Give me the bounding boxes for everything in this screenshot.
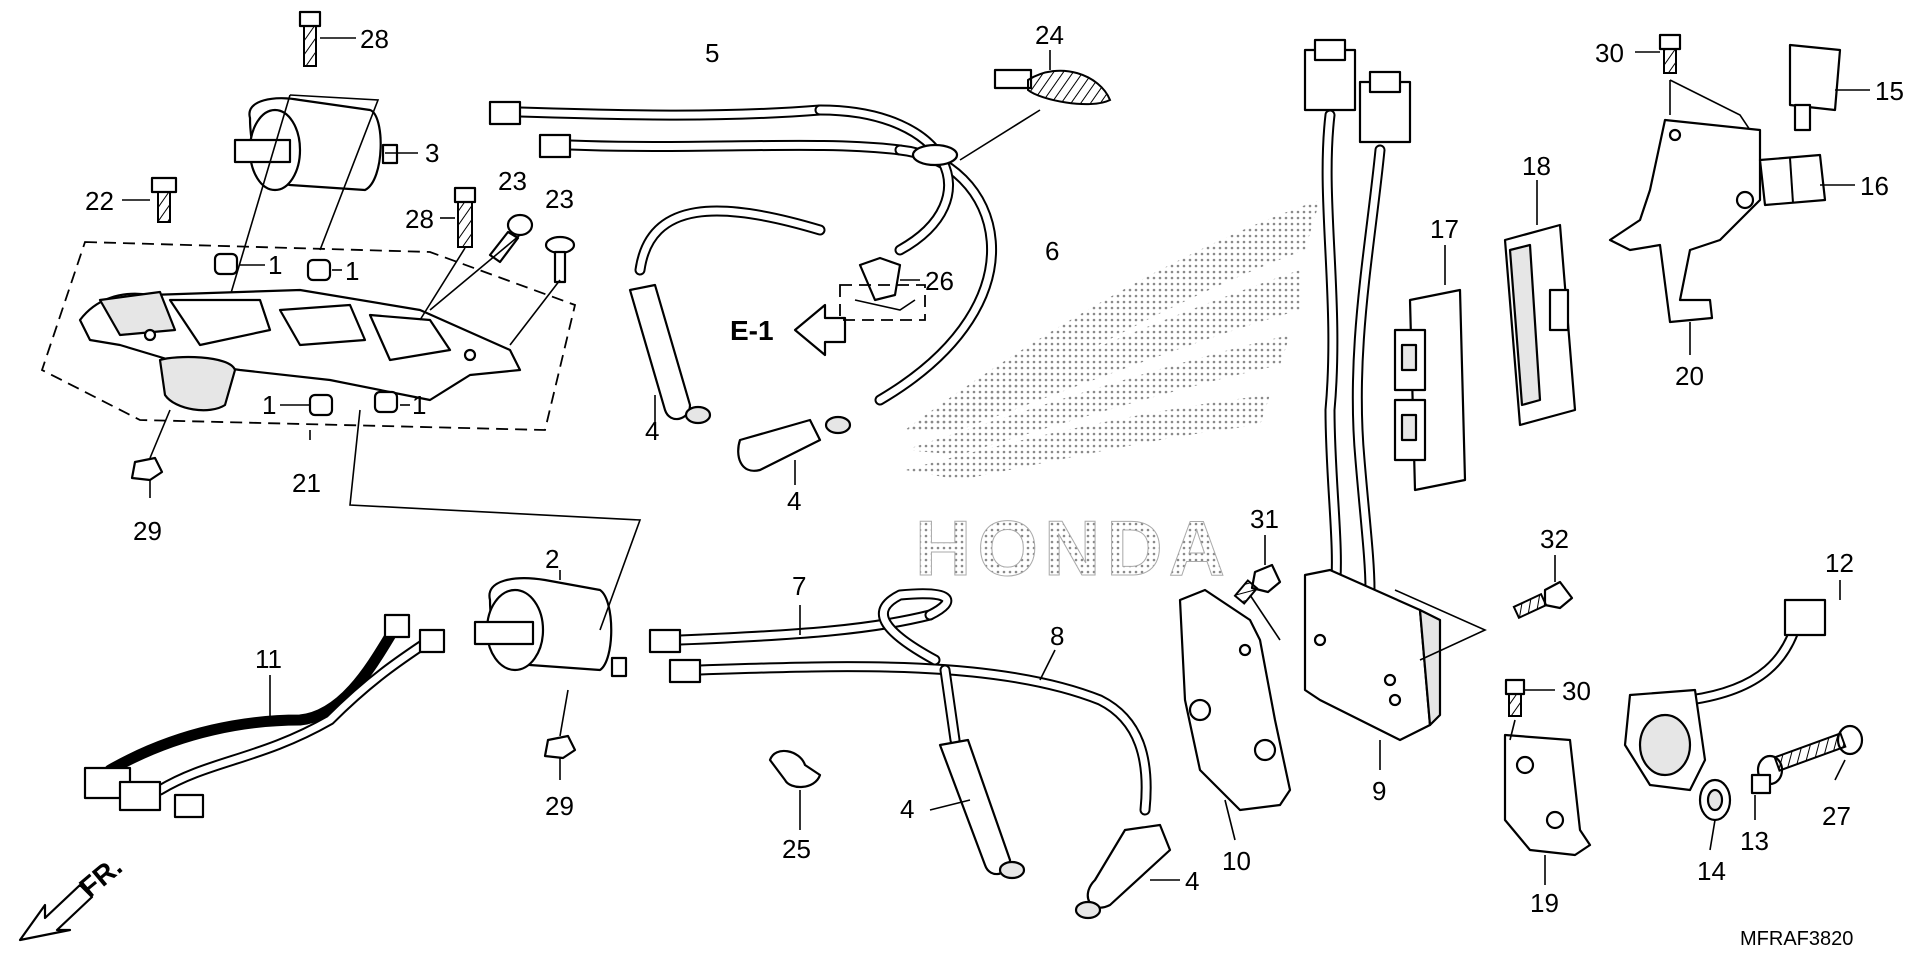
callout-4d: 4 [1185, 866, 1199, 896]
callout-10: 10 [1222, 846, 1251, 876]
spark-plug-cable-upper [488, 100, 997, 406]
reference-box [839, 284, 926, 321]
callout-23a: 23 [498, 166, 527, 196]
callout-12: 12 [1825, 548, 1854, 578]
callout-25: 25 [782, 834, 811, 864]
callout-19: 19 [1530, 888, 1559, 918]
cable-tie-icon [993, 68, 1112, 106]
callout-4b: 4 [787, 486, 801, 516]
callout-28a: 28 [360, 24, 389, 54]
reference-label: E-1 [730, 315, 774, 346]
cable-clip-icon [858, 256, 902, 302]
callout-5: 5 [705, 38, 719, 68]
callout-1d: 1 [412, 390, 426, 420]
callout-21: 21 [292, 468, 321, 498]
sensor-harness [1623, 598, 1827, 792]
callout-4c: 4 [900, 794, 914, 824]
honda-wing-watermark: HONDA [905, 200, 1320, 593]
plug-boot-icon [628, 283, 712, 425]
ignition-coil-upper [122, 10, 418, 331]
watermark-text: HONDA [915, 504, 1231, 592]
spark-plug-cable-lower [648, 588, 1152, 816]
callout-labels: 28 3 22 28 23 23 1 1 1 1 21 29 5 24 6 26… [85, 20, 1904, 918]
callout-29a: 29 [133, 516, 162, 546]
bolt-icon [150, 176, 178, 223]
callout-23b: 23 [545, 184, 574, 214]
callout-31: 31 [1250, 504, 1279, 534]
mounting-bracket [78, 288, 522, 412]
bolt-icon [1512, 580, 1574, 620]
callout-8: 8 [1050, 621, 1064, 651]
callout-30a: 30 [1595, 38, 1624, 68]
collar-icon [1698, 778, 1732, 822]
callout-2: 2 [545, 544, 559, 574]
callout-20: 20 [1675, 361, 1704, 391]
callout-26: 26 [925, 266, 954, 296]
fuse-holder-icon [1758, 153, 1827, 207]
callout-7: 7 [792, 571, 806, 601]
callout-9: 9 [1372, 776, 1386, 806]
relay-bracket [1608, 118, 1762, 324]
callout-1c: 1 [262, 390, 276, 420]
lower-bracket [1503, 733, 1592, 857]
callout-3: 3 [425, 138, 439, 168]
grommet-icon [213, 252, 239, 276]
engine-control-module [1303, 568, 1442, 742]
callout-30b: 30 [1562, 676, 1591, 706]
bolt-icon [1233, 563, 1282, 605]
grommet-icon [306, 258, 332, 282]
connector-block [1393, 288, 1467, 492]
wire-harness-connectors [1303, 38, 1412, 596]
callout-22: 22 [85, 186, 114, 216]
callout-16: 16 [1860, 171, 1889, 201]
plug-boot-icon [1074, 823, 1172, 920]
callout-11: 11 [255, 644, 282, 674]
callout-17: 17 [1430, 214, 1459, 244]
callout-13: 13 [1740, 826, 1769, 856]
plug-boot-icon [938, 738, 1026, 880]
arrow-left-icon [793, 303, 847, 357]
callout-28b: 28 [405, 204, 434, 234]
bolt-icon [453, 186, 477, 248]
callout-6: 6 [1045, 236, 1059, 266]
bolt-icon [1504, 678, 1526, 717]
grommet-icon [373, 390, 399, 414]
bolt-icon [1750, 754, 1784, 795]
callout-24: 24 [1035, 20, 1064, 50]
diagram-code: MFRAF3820 [1740, 928, 1853, 950]
callout-4a: 4 [645, 416, 659, 446]
wire-clip-icon [768, 749, 822, 788]
callout-18: 18 [1522, 151, 1551, 181]
nut-icon [130, 456, 164, 482]
relay-icon [1788, 43, 1842, 132]
callout-1b: 1 [345, 256, 359, 286]
nut-icon [543, 734, 577, 760]
callout-32: 32 [1540, 524, 1569, 554]
callout-29b: 29 [545, 791, 574, 821]
plug-boot-icon [737, 415, 852, 472]
sub-harness [83, 613, 446, 819]
bracket-assembly-outline [40, 241, 577, 431]
callout-15: 15 [1875, 76, 1904, 106]
relay-module [1503, 223, 1577, 427]
bolt-icon [1658, 33, 1682, 74]
grommet-icon [308, 393, 334, 417]
bolt-icon [1773, 724, 1864, 772]
ignition-coil-lower [473, 577, 628, 678]
push-clip-icon [544, 235, 576, 284]
bolt-icon [298, 10, 322, 67]
callout-14: 14 [1697, 856, 1726, 886]
front-direction-arrow: FR. [18, 851, 128, 942]
callout-27: 27 [1822, 801, 1851, 831]
mounting-plate [1178, 588, 1292, 812]
callout-1a: 1 [268, 250, 282, 280]
